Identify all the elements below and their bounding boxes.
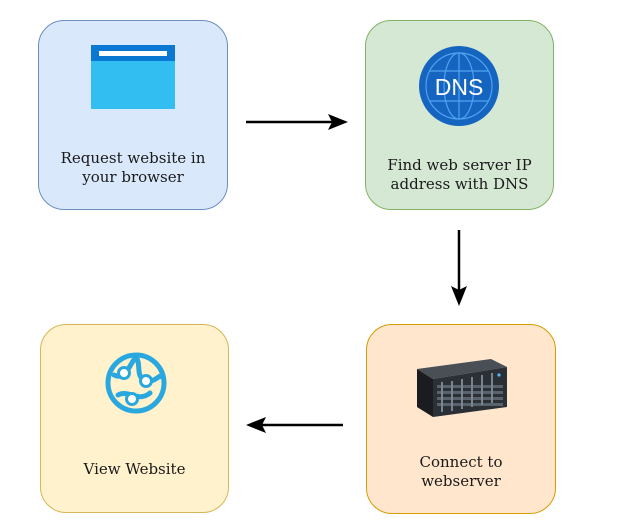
node-label: View Website (83, 460, 186, 478)
node-connect-webserver: Connect to webserver (366, 324, 556, 514)
node-view-website: View Website (40, 324, 229, 513)
website-globe-icon (104, 351, 168, 419)
server-icon (411, 355, 511, 425)
arrow-dns-to-connect (451, 230, 467, 306)
node-label: Request website in your browser (60, 149, 206, 186)
browser-window-icon (91, 45, 175, 113)
node-find-dns: DNS Find web server IP address with DNS (365, 20, 554, 210)
dns-icon-text: DNS (435, 74, 484, 100)
arrow-request-to-dns (246, 114, 348, 130)
node-label: Find web server IP address with DNS (387, 156, 532, 193)
arrow-connect-to-view (246, 417, 343, 433)
node-request-website: Request website in your browser (38, 20, 228, 210)
dns-globe-icon: DNS (418, 45, 500, 131)
node-label: Connect to webserver (419, 453, 503, 490)
